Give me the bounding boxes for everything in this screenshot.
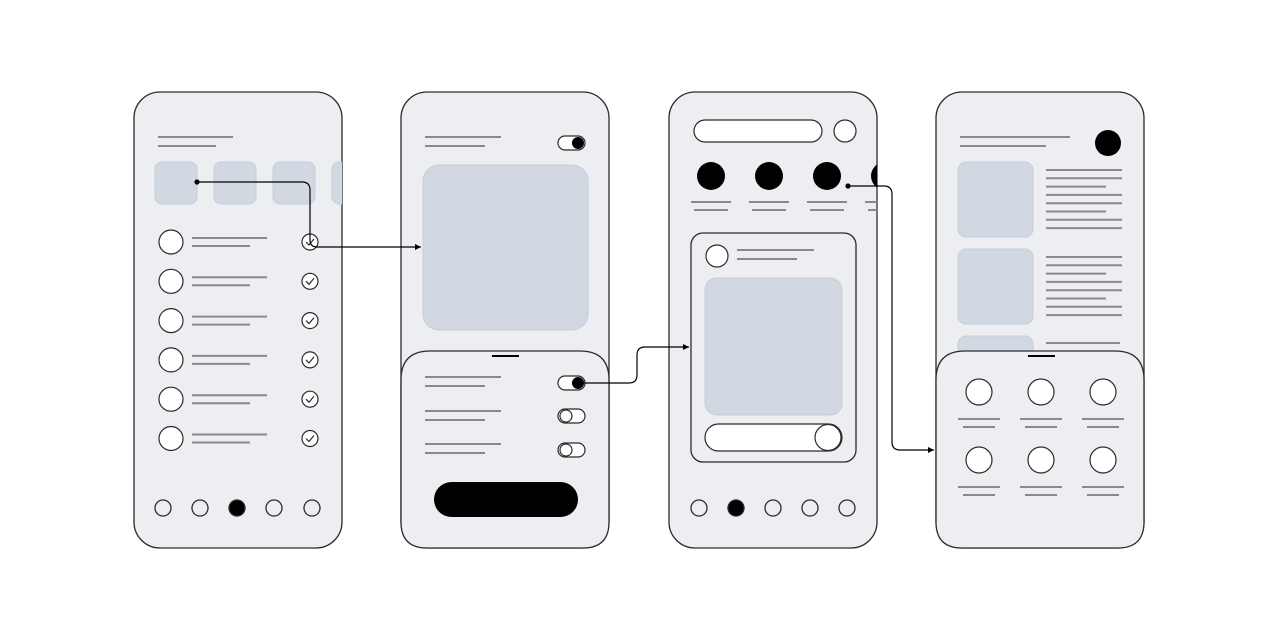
article-card[interactable]: [957, 248, 1122, 325]
grid-item-icon: [1089, 378, 1117, 406]
send-button[interactable]: [814, 423, 842, 452]
story-avatar: [755, 162, 783, 190]
story-item[interactable]: [807, 162, 847, 211]
nav-dot[interactable]: [191, 499, 209, 517]
toggle-switch-off[interactable]: [557, 442, 586, 458]
nav-dot-active[interactable]: [727, 499, 745, 517]
flow-arrow: [197, 181, 421, 250]
header-title-lines: [425, 136, 501, 147]
profile-icon[interactable]: [833, 119, 857, 143]
thumbnail-placeholder: [957, 248, 1034, 325]
grid-item-icon: [1089, 446, 1117, 474]
flow-arrow: [578, 344, 689, 384]
nav-dot[interactable]: [265, 499, 283, 517]
row-avatar: [158, 229, 184, 255]
nav-dot[interactable]: [801, 499, 819, 517]
row-avatar: [158, 425, 184, 452]
comment-input[interactable]: [704, 423, 843, 452]
grid-item[interactable]: [1020, 446, 1062, 496]
stories-row: [691, 162, 905, 211]
story-avatar: [697, 162, 725, 190]
nav-dot[interactable]: [154, 499, 172, 517]
list-row[interactable]: [158, 425, 319, 452]
article-text: [1046, 169, 1122, 230]
article-text: [1046, 256, 1122, 317]
category-chips: [154, 161, 374, 205]
nav-dot[interactable]: [838, 499, 856, 517]
setting-row: [425, 408, 586, 424]
row-avatar: [158, 308, 184, 334]
grid-item[interactable]: [1082, 378, 1124, 428]
header-title-lines: [960, 136, 1070, 147]
row-avatar: [158, 347, 184, 373]
nav-dot[interactable]: [764, 499, 782, 517]
screen-list: [133, 91, 374, 549]
primary-button[interactable]: [434, 482, 578, 517]
bottom-sheet: [400, 350, 610, 549]
post-image-placeholder: [704, 277, 843, 416]
grid-item-icon: [1027, 446, 1055, 474]
search-input[interactable]: [693, 119, 823, 143]
screen-detail: [400, 91, 610, 549]
row-avatar: [158, 386, 184, 412]
story-item[interactable]: [691, 162, 731, 211]
hero-image-placeholder: [422, 164, 589, 331]
grid-item[interactable]: [1082, 446, 1124, 496]
post-card[interactable]: [690, 232, 857, 463]
category-chip[interactable]: [272, 161, 316, 205]
grid-item-icon: [965, 446, 993, 474]
bottom-nav: [154, 499, 321, 517]
screen-feed: [668, 91, 905, 549]
check-icon[interactable]: [301, 351, 319, 369]
thumbnail-placeholder: [957, 161, 1034, 238]
flow-connectors: [194, 179, 934, 453]
list-row[interactable]: [158, 386, 319, 412]
toggle-switch-off[interactable]: [557, 408, 586, 424]
category-chip[interactable]: [154, 161, 198, 205]
article-card[interactable]: [957, 161, 1122, 238]
header-title-lines: [158, 136, 233, 147]
list-row[interactable]: [158, 347, 319, 373]
list-row[interactable]: [158, 268, 319, 294]
check-icon[interactable]: [301, 312, 319, 330]
story-item[interactable]: [865, 162, 905, 211]
bottom-nav: [690, 499, 856, 517]
grid-item[interactable]: [958, 378, 1000, 428]
header-toggle[interactable]: [557, 135, 586, 151]
grid-item[interactable]: [1020, 378, 1062, 428]
story-item[interactable]: [749, 162, 789, 211]
grid-item-icon: [965, 378, 993, 406]
row-avatar: [158, 268, 184, 294]
grid-item[interactable]: [958, 446, 1000, 496]
post-avatar[interactable]: [705, 244, 729, 268]
grid-item-icon: [1027, 378, 1055, 406]
check-icon[interactable]: [301, 272, 319, 290]
check-icon[interactable]: [301, 390, 319, 408]
nav-dot[interactable]: [690, 499, 708, 517]
phone-frame: [133, 91, 343, 549]
category-chip[interactable]: [331, 161, 374, 205]
check-icon[interactable]: [301, 429, 319, 448]
nav-dot[interactable]: [303, 499, 321, 517]
list-rows: [158, 229, 319, 452]
story-avatar: [813, 162, 841, 190]
setting-row: [425, 442, 586, 458]
nav-dot-active[interactable]: [228, 499, 246, 517]
grid-items: [958, 378, 1124, 496]
avatar[interactable]: [1095, 130, 1121, 156]
flow-arrow: [848, 185, 934, 453]
bottom-sheet: [935, 350, 1145, 549]
screen-article: [935, 91, 1145, 549]
list-row[interactable]: [158, 308, 319, 334]
category-chip[interactable]: [213, 161, 257, 205]
